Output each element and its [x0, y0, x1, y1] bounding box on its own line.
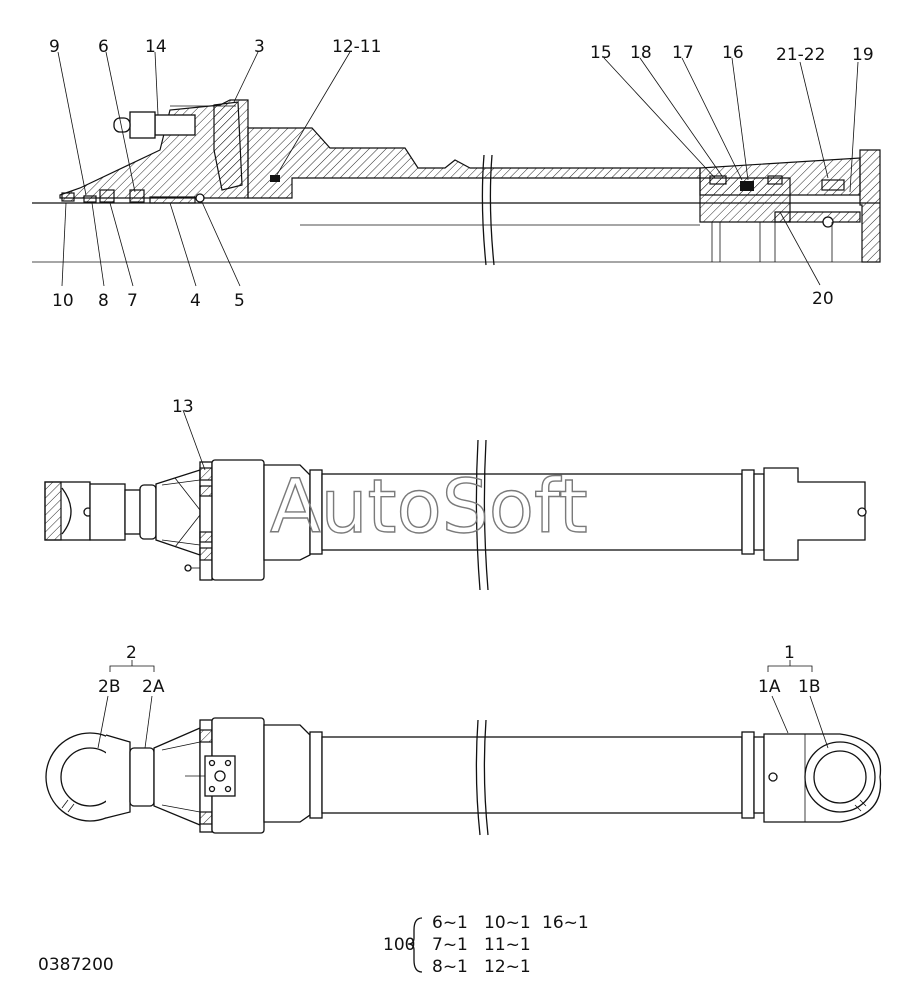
kit-item: 11~1 [484, 935, 531, 955]
side-view [44, 439, 867, 591]
callout-12-11: 12-11 [332, 37, 381, 57]
top-view [45, 717, 882, 836]
leader-lines-top [57, 51, 859, 287]
kit-item: 7~1 [432, 935, 468, 955]
callout-1B: 1B [798, 677, 820, 697]
callout-16: 16 [722, 43, 744, 63]
drawing-number: 0387200 [38, 955, 114, 975]
kit-item: 6~1 [432, 913, 468, 933]
callout-15: 15 [590, 43, 612, 63]
callout-4: 4 [190, 291, 201, 311]
callouts-bottom: 2 2B 2A 1 1A 1B [98, 643, 820, 697]
callout-3: 3 [254, 37, 265, 57]
leader-13 [182, 409, 206, 471]
kit-item: 8~1 [432, 957, 468, 977]
section-view [32, 99, 881, 266]
kit-label: 100 [383, 935, 415, 955]
callout-21-22: 21-22 [776, 45, 825, 65]
callout-8: 8 [98, 291, 109, 311]
callout-14: 14 [145, 37, 167, 57]
callout-10: 10 [52, 291, 74, 311]
kit-item: 10~1 [484, 913, 531, 933]
callout-2A: 2A [142, 677, 165, 697]
callout-1: 1 [784, 643, 795, 663]
callouts-top: 9 6 14 3 12-11 15 18 17 16 21-22 19 10 8… [49, 37, 874, 311]
callout-6: 6 [98, 37, 109, 57]
callout-1A: 1A [758, 677, 781, 697]
callout-5: 5 [234, 291, 245, 311]
callout-17: 17 [672, 43, 694, 63]
callout-13: 13 [172, 397, 194, 417]
callout-20: 20 [812, 289, 834, 309]
callout-18: 18 [630, 43, 652, 63]
callout-7: 7 [127, 291, 138, 311]
kit-item: 16~1 [542, 913, 589, 933]
callout-2B: 2B [98, 677, 120, 697]
callout-19: 19 [852, 45, 874, 65]
seal-kit-legend: 100 6~1 10~1 16~1 7~1 11~1 8~1 12~1 [383, 913, 589, 977]
callout-2: 2 [126, 643, 137, 663]
leader-lines-bottom [97, 660, 829, 749]
watermark: AutoSoft [270, 464, 588, 550]
kit-item: 12~1 [484, 957, 531, 977]
callout-9: 9 [49, 37, 60, 57]
